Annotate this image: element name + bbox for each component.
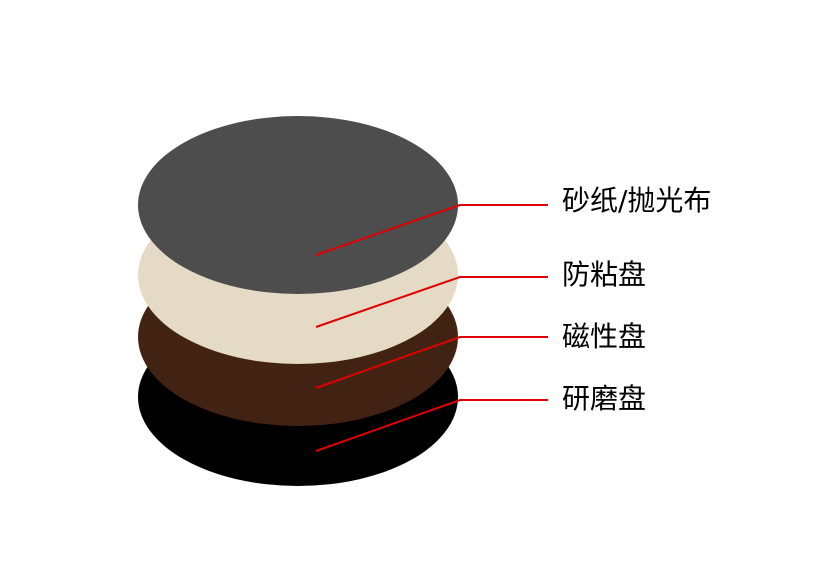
label-sandpaper: 砂纸/抛光布 (562, 184, 712, 217)
leader-line-nonstick (315, 276, 548, 328)
label-magnetic: 磁性盘 (562, 320, 647, 353)
label-nonstick: 防粘盘 (562, 258, 647, 291)
leader-line-magnetic (315, 336, 548, 389)
leader-line-sandpaper (315, 204, 548, 256)
leader-line-grinding (315, 399, 548, 452)
label-grinding: 研磨盘 (562, 382, 647, 415)
disc-sandpaper (138, 116, 458, 294)
